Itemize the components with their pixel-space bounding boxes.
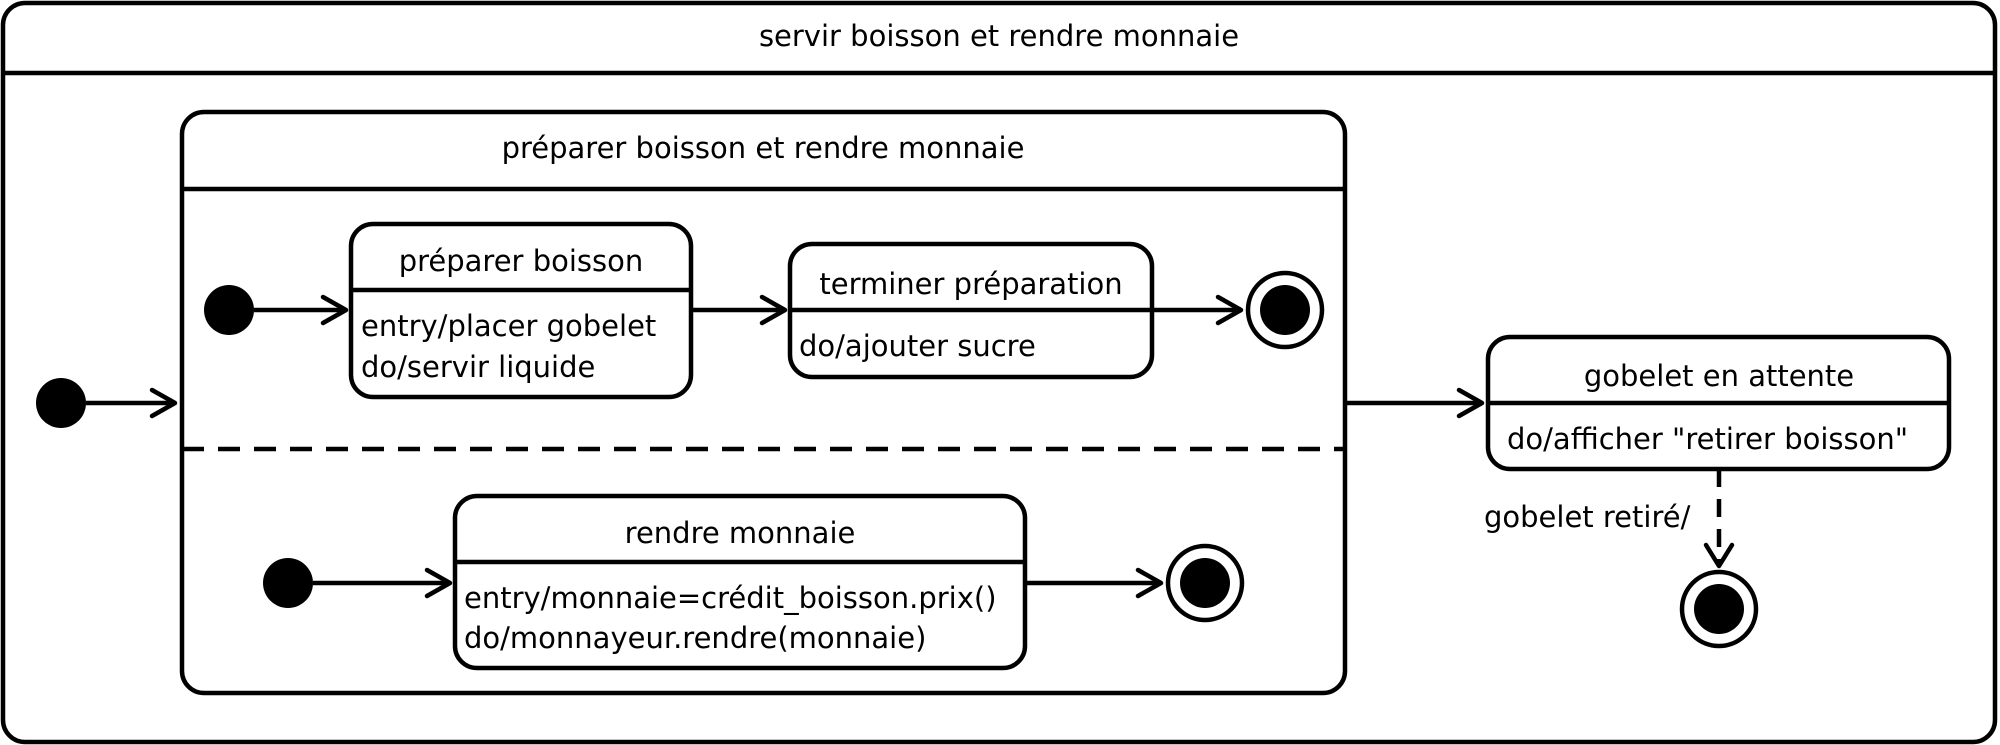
state-rendre-monnaie: rendre monnaie entry/monnaie=crédit_bois… bbox=[452, 493, 1028, 671]
composite-state-title: préparer boisson et rendre monnaie bbox=[502, 131, 1025, 165]
transition-initial-to-rendre-monnaie bbox=[313, 567, 453, 599]
transition-initial-to-preparer-boisson bbox=[254, 294, 349, 326]
outer-initial-pseudostate bbox=[36, 378, 86, 428]
region-1-initial-pseudostate bbox=[204, 285, 254, 335]
transition-preparer-to-terminer bbox=[691, 294, 788, 326]
state-preparer-boisson-name: préparer boisson bbox=[399, 244, 644, 278]
state-rendre-monnaie-name: rendre monnaie bbox=[625, 516, 856, 550]
state-preparer-boisson: préparer boisson entry/placer gobelet do… bbox=[348, 221, 694, 400]
state-gobelet-en-attente-do-action: do/afficher "retirer boisson" bbox=[1507, 422, 1908, 456]
state-gobelet-en-attente-name: gobelet en attente bbox=[1584, 359, 1854, 393]
state-gobelet-en-attente: gobelet en attente do/afficher "retirer … bbox=[1485, 334, 1952, 472]
region-1-final-state bbox=[1245, 270, 1325, 350]
state-terminer-preparation: terminer préparation do/ajouter sucre bbox=[787, 241, 1155, 380]
region-2-initial-pseudostate bbox=[263, 558, 313, 608]
state-terminer-preparation-do-action: do/ajouter sucre bbox=[799, 329, 1036, 363]
transition-terminer-to-final bbox=[1152, 294, 1244, 326]
state-rendre-monnaie-entry-action: entry/monnaie=crédit_boisson.prix() bbox=[464, 581, 997, 615]
transition-outer-initial-to-composite bbox=[86, 387, 178, 419]
state-rendre-monnaie-do-action: do/monnayeur.rendre(monnaie) bbox=[464, 621, 926, 655]
region-2-final-state bbox=[1165, 543, 1245, 623]
outer-final-state bbox=[1679, 569, 1759, 649]
transition-gobelet-retire bbox=[1703, 469, 1735, 569]
state-preparer-boisson-entry-action: entry/placer gobelet bbox=[361, 309, 656, 343]
state-preparer-boisson-do-action: do/servir liquide bbox=[361, 350, 595, 384]
transition-gobelet-retire-label: gobelet retiré/ bbox=[1484, 500, 1691, 534]
transition-rendre-monnaie-to-final bbox=[1025, 567, 1164, 599]
state-terminer-preparation-name: terminer préparation bbox=[819, 267, 1122, 301]
transition-composite-to-gobelet bbox=[1345, 387, 1485, 419]
outer-state-title: servir boisson et rendre monnaie bbox=[759, 19, 1239, 53]
